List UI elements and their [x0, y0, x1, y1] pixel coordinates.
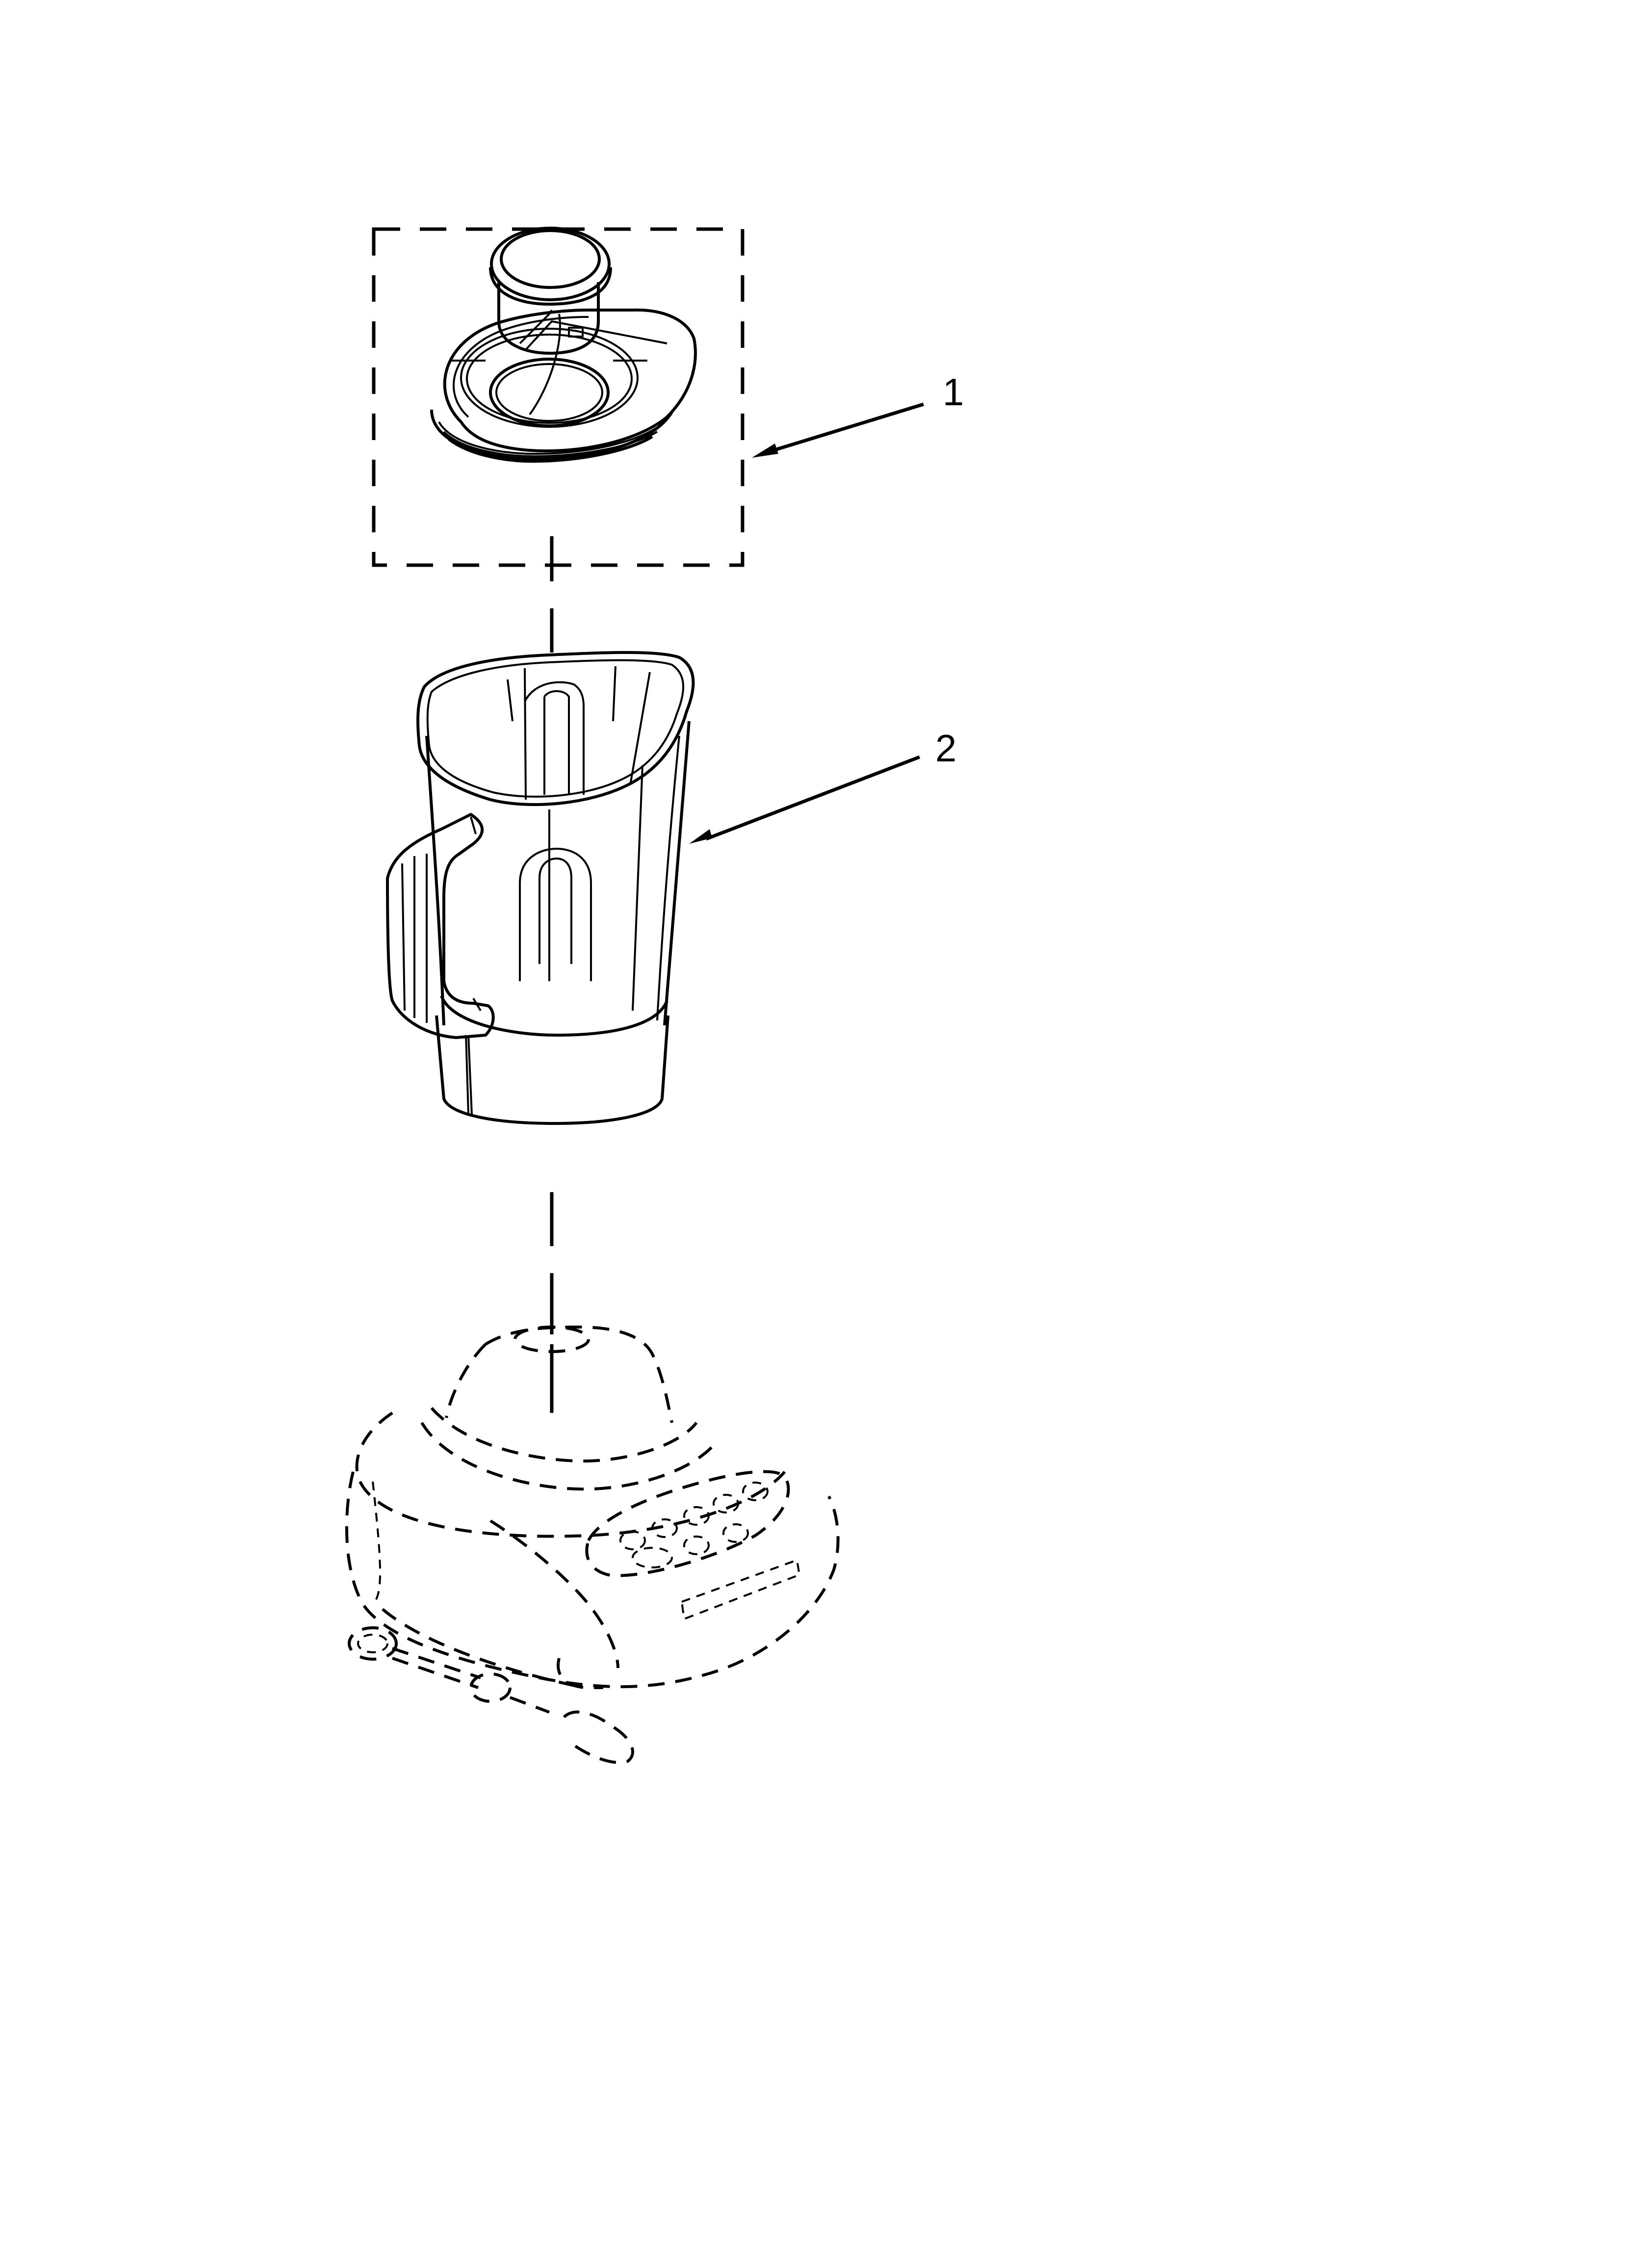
jar-drawing — [386, 651, 695, 1125]
callout-1-leader — [752, 402, 924, 458]
callout-2-leader — [689, 755, 921, 844]
callout-number-1: 1 — [943, 370, 964, 414]
control-buttons — [619, 1482, 769, 1568]
base-drawing — [345, 1325, 840, 1764]
lid-dashed-enclosure — [372, 227, 744, 567]
power-cord-drawing — [348, 1626, 634, 1764]
lid-assembly-drawing — [430, 227, 697, 463]
callout-number-2: 2 — [935, 727, 957, 770]
